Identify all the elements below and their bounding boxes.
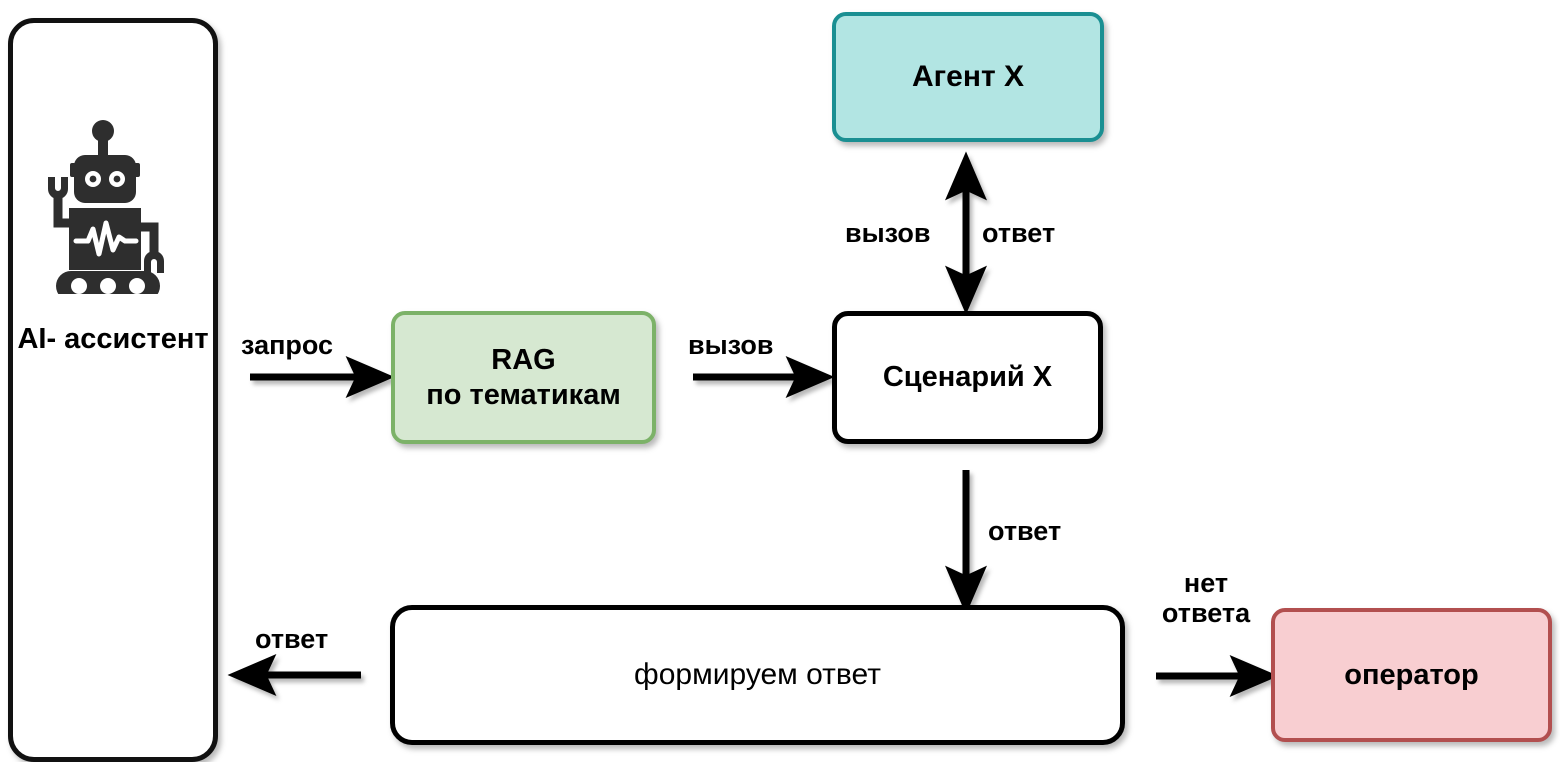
node-ai-assistant-label: AI- ассистент — [17, 323, 209, 355]
robot-icon — [48, 120, 164, 294]
edge-label-otvet-agent: ответ — [982, 218, 1056, 248]
edge-label-zapros: запрос — [241, 330, 334, 360]
node-rag-label: RAG по тематикам — [426, 344, 621, 411]
edge-label-otvet-to-assistant: ответ — [255, 624, 329, 654]
node-agent-x[interactable]: Агент X — [832, 12, 1104, 142]
node-form-answer[interactable]: формируем ответ — [390, 605, 1125, 745]
edge-label-vyzov-rag-to-scenario: вызов — [688, 330, 774, 360]
node-scenario-x-label: Сценарий X — [882, 361, 1053, 394]
node-rag[interactable]: RAG по тематикам — [391, 311, 656, 444]
edge-label-vyzov-agent: вызов — [845, 218, 931, 248]
edge-label-otvet-scenario-to-form: ответ — [988, 516, 1062, 546]
node-operator[interactable]: оператор — [1271, 608, 1552, 742]
node-ai-assistant[interactable]: AI- ассистент — [8, 18, 218, 762]
node-scenario-x[interactable]: Сценарий X — [832, 311, 1103, 444]
node-operator-label: оператор — [1344, 658, 1479, 691]
node-agent-x-label: Агент X — [911, 60, 1024, 94]
edge-label-net-otveta: нет ответа — [1161, 568, 1251, 629]
node-form-answer-label: формируем ответ — [634, 658, 881, 692]
